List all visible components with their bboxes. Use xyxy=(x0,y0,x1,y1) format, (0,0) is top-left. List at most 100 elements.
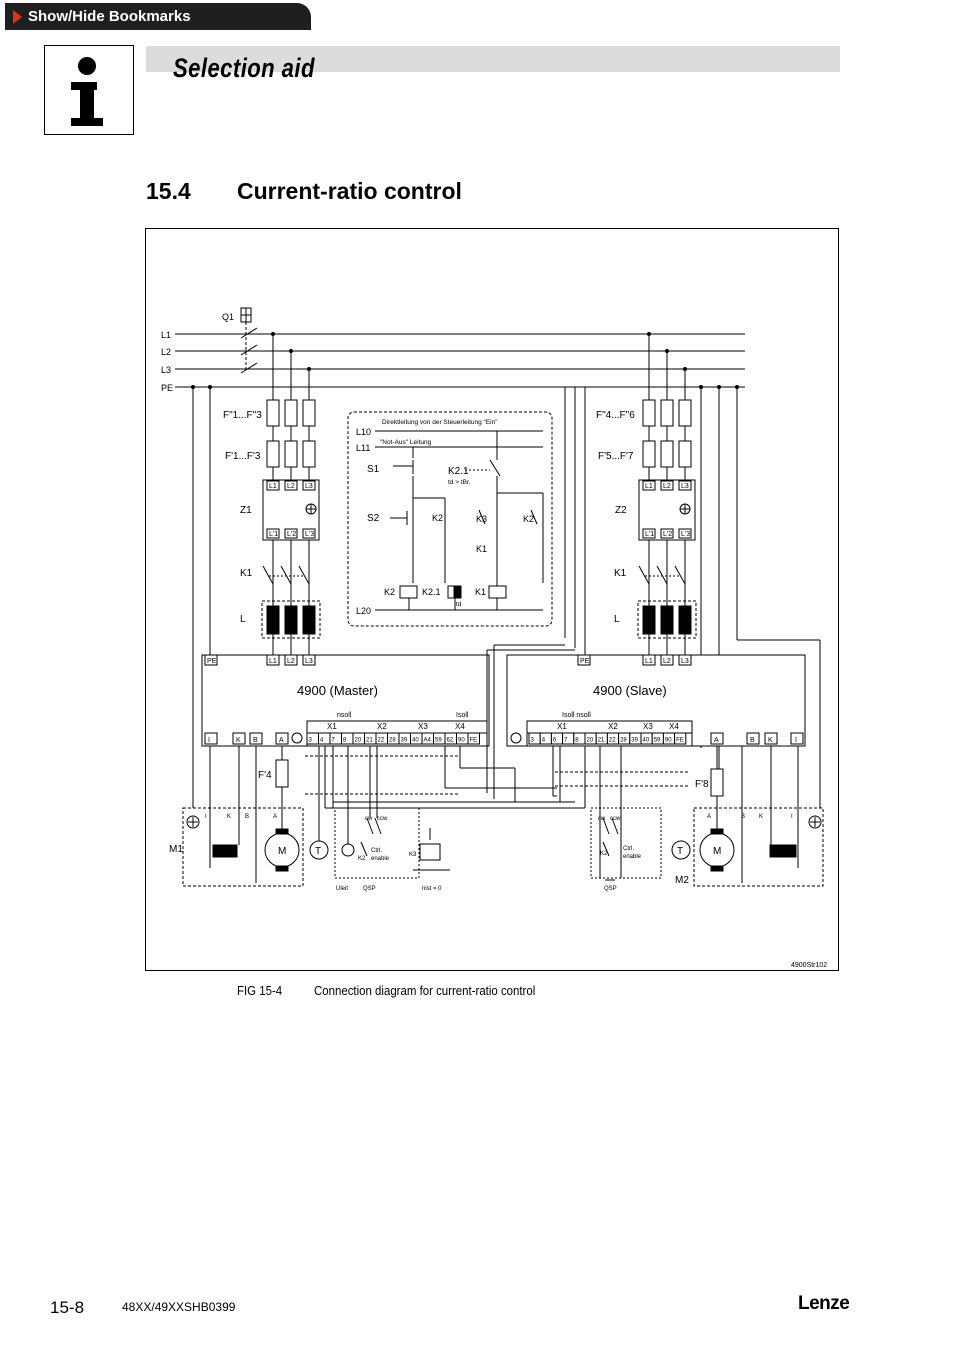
lk-right-label: L xyxy=(614,614,620,625)
fuse-right-bot-label: F'5...F'7 xyxy=(598,451,634,462)
terminal-label: 3 xyxy=(309,738,313,744)
terminal-label: 22 xyxy=(609,738,616,744)
slave-x4: X4 xyxy=(669,722,679,731)
terminal-label: FE xyxy=(470,738,478,744)
td-label: td xyxy=(456,601,462,608)
q1-label: Q1 xyxy=(222,312,234,322)
z2-l3: L3 xyxy=(681,483,689,490)
info-icon xyxy=(44,45,134,135)
z2-label: Z2 xyxy=(615,505,627,516)
terminal-box xyxy=(467,732,480,745)
terminal-label: 8 xyxy=(575,738,579,744)
terminal-label: 39 xyxy=(631,738,638,744)
master-term-i: I xyxy=(208,737,210,744)
terminal-label: 4 xyxy=(320,738,324,744)
m1-term-i: I xyxy=(205,814,207,820)
slave-term-a: A xyxy=(714,737,719,744)
slave-term-i: I xyxy=(795,737,797,744)
terminal-label: 40 xyxy=(412,738,419,744)
s2-label: S2 xyxy=(367,513,380,524)
m2-label: M2 xyxy=(675,875,689,886)
section-number: 15.4 xyxy=(146,178,191,204)
master-term-k: K xyxy=(236,737,241,744)
terminal-label: A4 xyxy=(424,738,432,744)
terminal-label: 59 xyxy=(435,738,442,744)
master-nsoll: nsoll xyxy=(337,712,352,719)
show-hide-bookmarks-button[interactable]: Show/Hide Bookmarks xyxy=(5,3,311,30)
terminal-label: FE xyxy=(676,738,684,744)
m1-tacho-symbol: T xyxy=(315,846,321,857)
chokes-right xyxy=(637,600,697,639)
terminal-label: 90 xyxy=(665,738,672,744)
f8-label: F'8 xyxy=(695,779,709,790)
s1-label: S1 xyxy=(367,464,380,475)
td-condition: td > tBr. xyxy=(448,479,471,486)
lenze-logo: Lenze xyxy=(798,1293,850,1314)
k2-contact2-label: K2 xyxy=(523,514,534,524)
z1-label: Z1 xyxy=(240,505,252,516)
k1-coil-label: K1 xyxy=(475,587,486,597)
k1-left-label: K1 xyxy=(240,568,253,579)
page-number: 15-8 xyxy=(50,1298,85,1317)
m2-tacho-symbol: T xyxy=(677,846,683,857)
z2-l1p: L'1 xyxy=(645,531,654,538)
s-ccw: ccw xyxy=(610,816,621,822)
k3-contact-label: K3 xyxy=(476,514,487,524)
z1-filter xyxy=(262,479,320,541)
header-band xyxy=(146,46,840,72)
drawing-code: 4900Str102 xyxy=(791,962,827,969)
z1-l1: L1 xyxy=(269,483,277,490)
chokes-left xyxy=(261,600,321,639)
slave-x2: X2 xyxy=(608,722,618,731)
master-l3: L3 xyxy=(305,658,313,665)
l10-label: L10 xyxy=(356,427,371,437)
m1-label: M1 xyxy=(169,844,183,855)
figure-caption: Connection diagram for current-ratio con… xyxy=(314,983,536,998)
z1-l3: L3 xyxy=(305,483,313,490)
m1-term-a: A xyxy=(273,814,277,820)
slave-unit xyxy=(506,654,806,747)
master-l2: L2 xyxy=(287,658,295,665)
slave-term-b: B xyxy=(750,737,755,744)
uleit-label: Uleit xyxy=(336,886,348,892)
slave-x1: X1 xyxy=(557,722,567,731)
k2-contact-label: K2 xyxy=(432,513,443,523)
m1-term-b: B xyxy=(245,814,249,820)
m-enable: enable xyxy=(371,856,390,862)
s-enable: enable xyxy=(623,854,642,860)
m1-term-k: K xyxy=(227,814,231,820)
document-code: 48XX/49XXSHB0399 xyxy=(122,1300,236,1314)
fuse-left-bot-label: F'1...F'3 xyxy=(225,451,261,462)
k1-contact-label: K1 xyxy=(476,544,487,554)
terminal-label: 3 xyxy=(531,738,535,744)
nist-label: nist = 0 xyxy=(422,886,442,892)
m-ccw: ccw xyxy=(377,816,388,822)
z1-l3p: L'3 xyxy=(305,531,314,538)
slave-isoll-nsoll: Isoll nsoll xyxy=(562,712,591,719)
l20-label: L20 xyxy=(356,606,371,616)
line-label-l3: L3 xyxy=(161,365,171,375)
master-x4: X4 xyxy=(455,722,465,731)
terminal-label: 7 xyxy=(564,738,568,744)
slave-l3: L3 xyxy=(681,658,689,665)
master-term-b: B xyxy=(253,737,258,744)
page-title: Selection aid xyxy=(173,53,315,83)
m2-term-b: B xyxy=(741,814,745,820)
l11-label: L11 xyxy=(356,443,370,453)
master-unit xyxy=(201,654,490,747)
master-x3: X3 xyxy=(418,722,428,731)
slave-io xyxy=(590,746,662,881)
m2-term-k: K xyxy=(759,814,763,820)
k21-label: K2.1 xyxy=(448,466,469,477)
bookmarks-label: Show/Hide Bookmarks xyxy=(28,8,191,25)
master-io xyxy=(318,746,450,879)
z2-l1: L1 xyxy=(645,483,653,490)
expand-triangle-icon xyxy=(13,10,22,24)
z1-l2: L2 xyxy=(287,483,295,490)
figure-label: FIG 15-4 xyxy=(237,983,283,998)
slave-l2: L2 xyxy=(663,658,671,665)
m-qsp-label: QSP xyxy=(363,886,376,892)
z2-l3p: L'3 xyxy=(681,531,690,538)
